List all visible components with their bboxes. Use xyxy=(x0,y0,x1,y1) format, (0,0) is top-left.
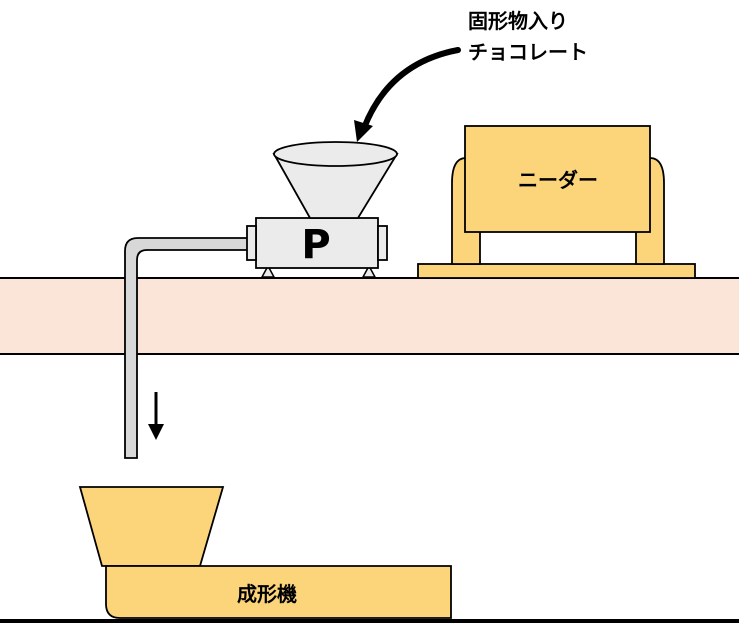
kneader-label: ニーダー xyxy=(518,168,598,192)
kneader-body xyxy=(464,125,651,233)
floor-slab xyxy=(0,277,739,355)
input-label-line2: チョコレート xyxy=(468,40,588,64)
input-arrow xyxy=(361,47,461,131)
forming-hopper xyxy=(78,486,225,567)
pump-label: P xyxy=(301,222,330,268)
hopper-rim xyxy=(273,141,398,167)
forming-body xyxy=(105,565,452,619)
input-arrowhead xyxy=(354,120,373,142)
pump-hopper xyxy=(272,141,399,219)
input-label-line1: 固形物入り xyxy=(468,9,568,33)
kneader-base xyxy=(417,263,696,279)
pump: P xyxy=(246,217,388,278)
down-arrow xyxy=(148,392,164,440)
pump-foot-right xyxy=(361,264,377,278)
pump-foot-left xyxy=(260,264,276,278)
pump-flange-left xyxy=(246,225,257,261)
kneader: ニーダー xyxy=(417,125,696,279)
forming-machine: 成形機 xyxy=(78,486,452,619)
down-arrow-head xyxy=(148,424,164,440)
pump-flange-right xyxy=(377,225,388,261)
forming-machine-label: 成形機 xyxy=(237,582,297,606)
pump-body xyxy=(255,217,379,269)
